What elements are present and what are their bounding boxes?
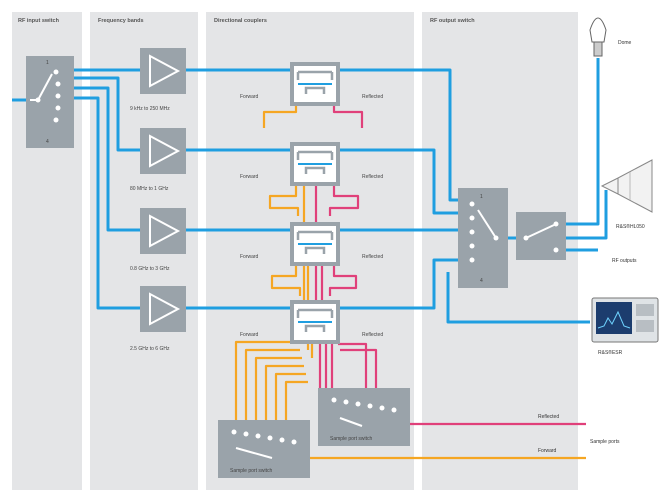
directional-coupler-3	[290, 222, 340, 266]
sample-port-switch-label-2: Sample port switch	[230, 468, 272, 474]
rf-lines	[12, 58, 608, 324]
output-selector-switch	[516, 212, 566, 260]
band-label-3: 0.8 GHz to 3 GHz	[130, 266, 170, 272]
reflected-port-label: Reflected	[538, 414, 559, 420]
amplifier-band-1	[140, 48, 186, 94]
reflected-label-4: Reflected	[362, 332, 383, 338]
header-frequency-bands: Frequency bands	[98, 18, 144, 24]
amplifier-band-2	[140, 128, 186, 174]
analyzer-label: R&S®ESR	[598, 349, 623, 356]
band-label-2: 80 MHz to 1 GHz	[130, 186, 169, 192]
input-switch-port-top: 1	[46, 60, 49, 66]
band-label-1: 9 kHz to 250 MHz	[130, 106, 170, 112]
sample-port-switch-label-1: Sample port switch	[330, 436, 372, 442]
amplifier-triangle-icon	[149, 214, 181, 248]
rf-outputs-label: RF outputs	[612, 258, 637, 264]
rf-input-switch: 1 4	[26, 56, 74, 148]
band-label-4: 2.5 GHz to 6 GHz	[130, 346, 170, 352]
header-rf-input-switch: RF input switch	[18, 18, 60, 24]
forward-label-3: Forward	[240, 254, 259, 260]
header-directional-couplers: Directional couplers	[214, 18, 267, 24]
amplifier-band-4	[140, 286, 186, 332]
amplifier-triangle-icon	[149, 292, 181, 326]
forward-label-4: Forward	[240, 332, 259, 338]
directional-coupler-4	[290, 300, 340, 344]
directional-coupler-1	[290, 62, 340, 106]
output-switch-port-top: 1	[480, 194, 483, 200]
dome-label: Dome	[618, 40, 632, 46]
amplifier-triangle-icon	[149, 134, 181, 168]
amplifier-band-3	[140, 208, 186, 254]
input-switch-port-bottom: 4	[46, 139, 49, 145]
forward-label-1: Forward	[240, 94, 259, 100]
dome-antenna-icon	[589, 17, 607, 57]
spectrum-analyzer-icon	[591, 297, 659, 343]
forward-label-2: Forward	[240, 174, 259, 180]
antenna-label: R&S®HL050	[616, 223, 645, 230]
sample-ports-label: Sample ports	[590, 439, 620, 445]
reflected-label-3: Reflected	[362, 254, 383, 260]
output-switch-port-bottom: 4	[480, 278, 483, 284]
reflected-label-2: Reflected	[362, 174, 383, 180]
amplifier-triangle-icon	[149, 54, 181, 88]
sample-port-switch-reflected: Sample port switch	[318, 388, 410, 446]
reflected-lines	[314, 106, 586, 426]
horn-antenna-icon	[600, 159, 653, 213]
header-rf-output-switch: RF output switch	[430, 18, 475, 24]
directional-coupler-2	[290, 142, 340, 186]
reflected-label-1: Reflected	[362, 94, 383, 100]
forward-port-label: Forward	[538, 448, 557, 454]
sample-port-switch-forward: Sample port switch	[218, 420, 310, 478]
rf-output-switch: 1 4	[458, 188, 508, 288]
